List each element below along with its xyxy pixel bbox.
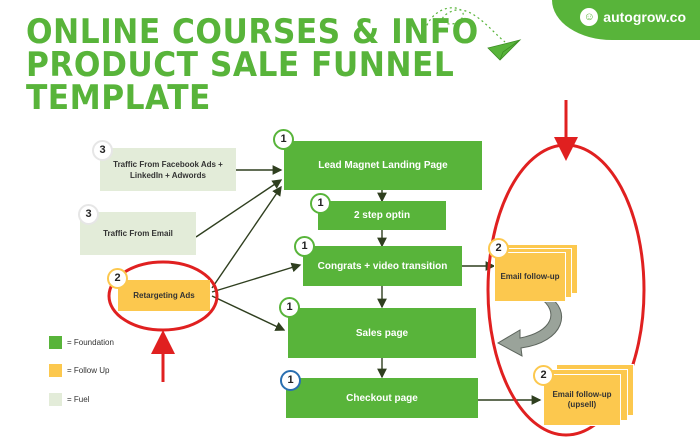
traffic-facebook-label: Traffic From Facebook Ads + LinkedIn + A… xyxy=(113,159,223,180)
legend-foundation-swatch xyxy=(49,336,62,349)
legend-follow-up-label: = Follow Up xyxy=(67,366,110,375)
title-line-1: ONLINE COURSES & INFO xyxy=(26,12,479,52)
retargeting-box[interactable]: Retargeting Ads xyxy=(118,280,210,311)
legend-fuel-label: = Fuel xyxy=(67,395,90,404)
traffic-facebook-badge: 3 xyxy=(92,140,113,161)
step-optin-label: 2 step optin xyxy=(353,210,411,221)
checkout-badge: 1 xyxy=(280,370,301,391)
arrow-retarget-to-lead xyxy=(211,185,282,289)
legend-fuel-swatch xyxy=(49,393,62,406)
traffic-facebook-box[interactable]: Traffic From Facebook Ads + LinkedIn + A… xyxy=(100,148,236,191)
arrow-retarget-to-sales xyxy=(211,295,286,331)
email-followup-box[interactable]: Email follow-up xyxy=(494,252,566,302)
retargeting-label: Retargeting Ads xyxy=(133,290,195,300)
email-upsell-box[interactable]: Email follow-up (upsell) xyxy=(543,374,621,426)
sales-page-label: Sales page xyxy=(355,327,409,339)
brand-name: autogrow.co xyxy=(603,9,686,25)
legend-follow-up: = Follow Up xyxy=(49,364,109,377)
step-optin-box[interactable]: 2 step optin xyxy=(318,201,446,230)
sales-page-box[interactable]: Sales page xyxy=(288,308,476,358)
traffic-email-box[interactable]: Traffic From Email xyxy=(80,212,196,255)
legend-foundation-label: = Foundation xyxy=(67,338,114,347)
title-line-3: TEMPLATE xyxy=(26,78,211,118)
congrats-label: Congrats + video transition xyxy=(317,260,448,272)
email-upsell-badge: 2 xyxy=(533,365,554,386)
legend-fuel: = Fuel xyxy=(49,393,89,406)
email-upsell-label: Email follow-up (upsell) xyxy=(552,390,612,409)
arrow-email-to-lead xyxy=(195,179,283,238)
autogrow-logo-icon: ☺ xyxy=(580,8,599,26)
page-title: ONLINE COURSES & INFO PRODUCT SALE FUNNE… xyxy=(26,12,479,118)
lead-magnet-label: Lead Magnet Landing Page xyxy=(318,160,448,171)
traffic-email-badge: 3 xyxy=(78,204,99,225)
legend-follow-up-swatch xyxy=(49,364,62,377)
lead-magnet-badge: 1 xyxy=(273,129,294,150)
paper-plane-icon xyxy=(487,39,522,61)
retargeting-badge: 2 xyxy=(107,268,128,289)
congrats-box[interactable]: Congrats + video transition xyxy=(303,246,462,286)
email-followup-label: Email follow-up xyxy=(500,272,560,281)
title-line-2: PRODUCT SALE FUNNEL xyxy=(26,45,455,85)
lead-magnet-box[interactable]: Lead Magnet Landing Page xyxy=(284,141,482,190)
curved-return-arrow xyxy=(496,295,563,357)
traffic-email-label: Traffic From Email xyxy=(103,229,173,238)
sales-page-badge: 1 xyxy=(279,297,300,318)
legend-foundation: = Foundation xyxy=(49,336,114,349)
email-followup-badge: 2 xyxy=(488,238,509,259)
dotted-flight-path xyxy=(424,7,506,43)
checkout-label: Checkout page xyxy=(346,392,418,404)
step-optin-badge: 1 xyxy=(310,193,331,214)
arrow-retarget-to-congrats xyxy=(211,262,302,293)
congrats-badge: 1 xyxy=(294,236,315,257)
brand-logo[interactable]: ☺ autogrow.co xyxy=(580,8,686,26)
checkout-box[interactable]: Checkout page xyxy=(286,378,478,418)
